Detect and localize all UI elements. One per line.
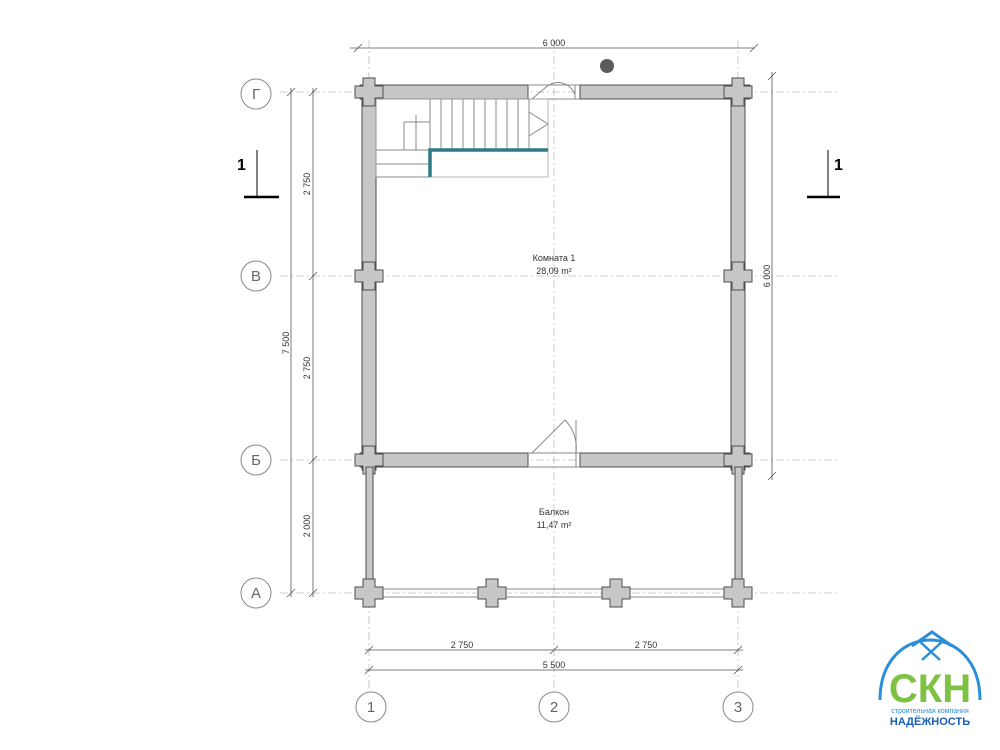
svg-text:В: В xyxy=(251,268,261,285)
dim-bottom-left: 2 750 xyxy=(451,640,474,650)
logo-abbr: СКН xyxy=(889,667,971,711)
svg-text:Б: Б xyxy=(251,452,261,469)
room-1: Комната 1 28,09 m² xyxy=(533,253,576,276)
door-top xyxy=(528,82,580,100)
dimension-left: 7 500 2 750 2 750 2 000 xyxy=(281,87,318,598)
dim-right-total: 6 000 xyxy=(762,265,772,288)
column-axis-2: 2 xyxy=(538,691,570,723)
svg-text:1: 1 xyxy=(237,157,246,174)
room-balcony: Балкон 11,47 m² xyxy=(537,507,572,530)
dim-left-total: 7 500 xyxy=(281,332,291,355)
section-mark-right: 1 xyxy=(807,150,843,199)
dim-top-total: 6 000 xyxy=(543,38,566,48)
svg-text:3: 3 xyxy=(734,699,742,716)
dim-left-mid: 2 750 xyxy=(302,357,312,380)
dimension-right: 6 000 xyxy=(762,71,777,481)
room-area: 11,47 m² xyxy=(537,520,572,530)
room-name: Балкон xyxy=(539,507,569,517)
dimension-top: 6 000 xyxy=(350,38,759,53)
row-axis-b: Б xyxy=(240,444,272,476)
company-logo: СКН строительная компания НАДЁЖНОСТЬ xyxy=(878,630,982,728)
staircase xyxy=(375,98,549,178)
column-axis-1: 1 xyxy=(355,691,387,723)
dim-bottom-right: 2 750 xyxy=(635,640,658,650)
room-name: Комната 1 xyxy=(533,253,576,263)
svg-text:1: 1 xyxy=(367,699,375,716)
logo-name: НАДЁЖНОСТЬ xyxy=(890,715,970,728)
row-axis-a: А xyxy=(240,577,272,609)
svg-text:А: А xyxy=(251,585,261,602)
door-balcony xyxy=(528,419,580,468)
section-mark-left: 1 xyxy=(237,150,279,199)
logo-tagline: строительная компания xyxy=(891,708,969,715)
dimension-bottom: 2 750 2 750 5 500 xyxy=(364,640,743,675)
svg-text:1: 1 xyxy=(834,157,843,174)
room-area: 28,09 m² xyxy=(536,266,572,276)
dim-left-top: 2 750 xyxy=(302,173,312,196)
svg-text:Г: Г xyxy=(252,86,260,103)
dim-bottom-total: 5 500 xyxy=(543,660,566,670)
dim-left-bottom: 2 000 xyxy=(302,515,312,538)
row-axis-g: Г xyxy=(240,78,272,110)
walls xyxy=(354,77,753,608)
column-axis-3: 3 xyxy=(722,691,754,723)
row-axis-v: В xyxy=(240,260,272,292)
marker-circle xyxy=(600,59,614,73)
svg-text:2: 2 xyxy=(550,699,558,716)
